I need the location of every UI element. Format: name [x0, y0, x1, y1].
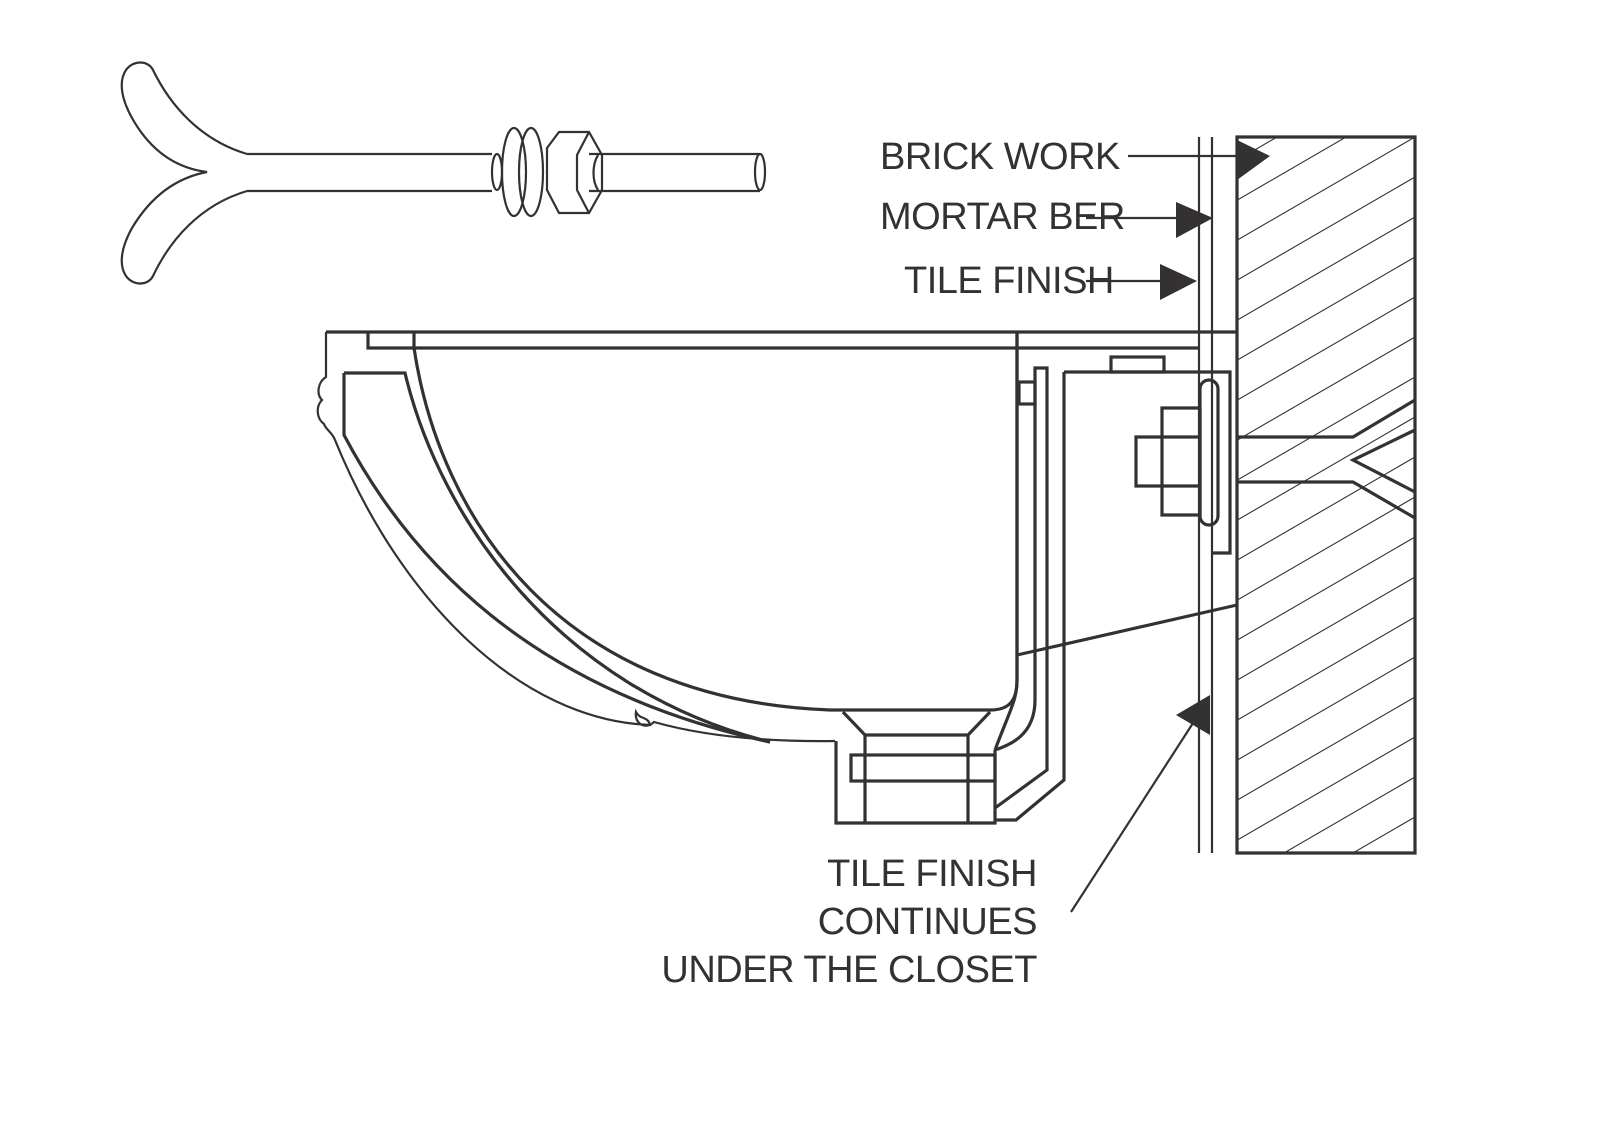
bracket-washer: [1198, 378, 1220, 527]
washer-3: [517, 126, 545, 218]
hatch-line: [1237, 137, 1348, 201]
brick-outline: [1235, 135, 1417, 855]
bowl-back-wall: [993, 332, 1049, 810]
hatch-line: [1237, 937, 1415, 1040]
hatch-line: [1237, 897, 1415, 1000]
hatch-line: [1237, 0, 1415, 80]
hatch-line: [1237, 336, 1415, 441]
label-brick-work: BRICK WORK: [880, 136, 1120, 178]
closet-bowl: [316, 330, 1238, 825]
hatch-line: [1282, 776, 1415, 853]
brick-wall: [1235, 0, 1417, 1120]
wall-anchor: [1237, 398, 1416, 520]
label-tile-finish: TILE FINISH: [904, 260, 1114, 302]
hatch-line: [1237, 216, 1415, 321]
back-wall-spacer: [1017, 380, 1037, 406]
hatch-line: [1237, 696, 1415, 801]
bolt-end: [753, 152, 767, 192]
anchor-bolt: [120, 61, 767, 285]
label-tile-finish-continues-1: TILE FINISH: [827, 853, 1037, 895]
hatch-line: [1237, 416, 1415, 521]
hatch-line: [1237, 857, 1415, 960]
callout-tile-finish: TILE FINISH: [904, 260, 1197, 302]
hatch-line: [1237, 496, 1415, 601]
arrow-mortar-ber: [1176, 202, 1213, 238]
hatch-line: [1237, 977, 1415, 1080]
bowl-outer-shell: [316, 332, 836, 743]
hatch-line: [1237, 536, 1415, 641]
hatch-line: [1237, 656, 1415, 761]
arrow-tile-finish: [1160, 264, 1197, 300]
arrow-tile-finish-continues: [1176, 695, 1210, 735]
hatch-line: [1237, 576, 1415, 681]
callout-mortar-ber: MORTAR BER: [880, 196, 1213, 238]
bracket-nut: [1134, 406, 1202, 517]
callout-brick-work: BRICK WORK: [880, 136, 1270, 180]
bowl-rim: [326, 330, 1237, 350]
hatch-line: [1237, 0, 1415, 40]
brick-hatching: [1237, 0, 1415, 1120]
mounting-bracket: [1064, 355, 1232, 555]
bolt-shank: [589, 152, 760, 193]
hatch-line: [1351, 816, 1415, 853]
base-slope-line: [1016, 603, 1238, 657]
hatch-line: [1237, 296, 1415, 401]
bolt-split-tail: [120, 61, 492, 285]
hatch-line: [1237, 376, 1415, 481]
bowl-interior: [412, 332, 1019, 712]
callout-tile-finish-continues: TILE FINISH CONTINUES UNDER THE CLOSET: [661, 695, 1210, 991]
hatch-line: [1237, 137, 1279, 161]
label-tile-finish-continues-2: CONTINUES: [818, 901, 1037, 943]
hatch-line: [1237, 1017, 1415, 1120]
bracket-lug: [1109, 355, 1166, 374]
label-tile-finish-continues-3: UNDER THE CLOSET: [661, 949, 1037, 991]
spigot-collar: [849, 753, 997, 783]
hatch-line: [1237, 17, 1415, 120]
hatch-line: [1237, 616, 1415, 721]
outlet-spigot: [834, 710, 997, 825]
arrow-brick-work: [1237, 140, 1270, 180]
bowl-shell-top: [344, 371, 771, 744]
washer-1: [490, 152, 504, 192]
hatch-line: [1237, 736, 1415, 841]
washer-2: [500, 126, 528, 218]
hatch-line: [1237, 456, 1415, 561]
bowl-back-wall-outer: [995, 372, 1066, 822]
label-mortar-ber: MORTAR BER: [880, 196, 1125, 238]
hatch-line: [1237, 137, 1415, 241]
bowl-inner-shell: [342, 373, 771, 744]
leader-tile-finish-continues: [1070, 719, 1196, 913]
hatch-line: [1237, 176, 1415, 281]
hatch-line: [1237, 256, 1415, 361]
